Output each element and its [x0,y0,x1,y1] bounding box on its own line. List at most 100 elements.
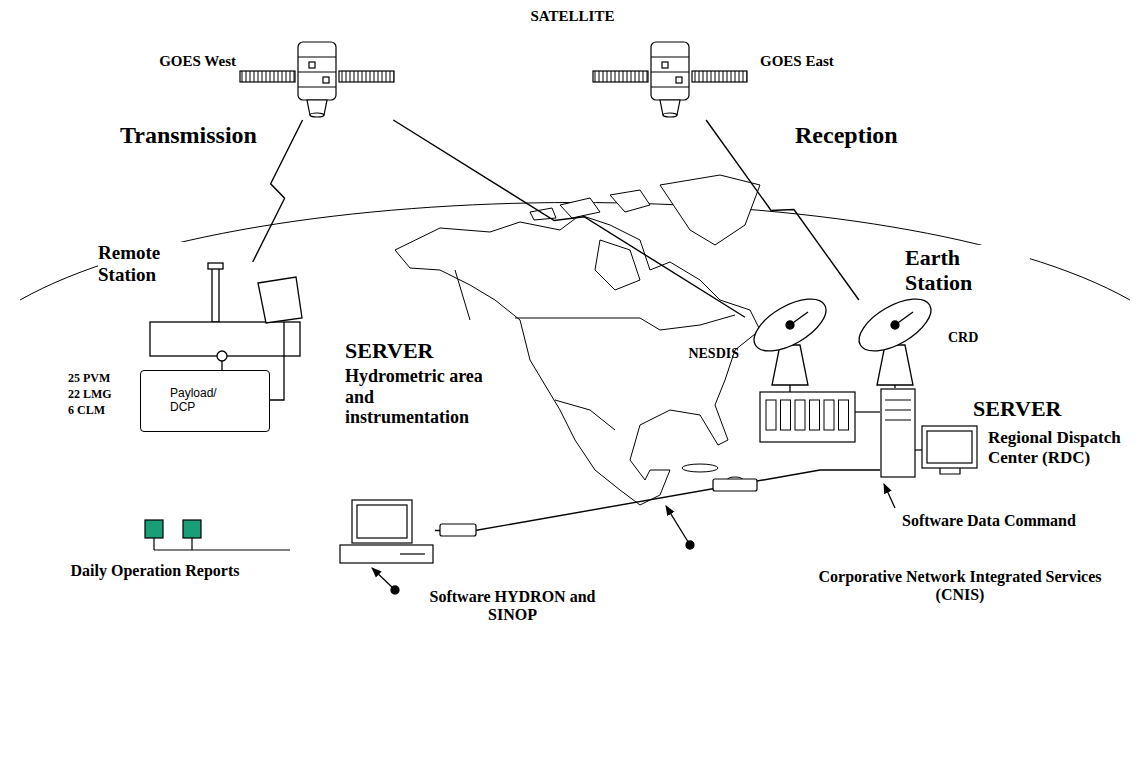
satellite-east [593,42,747,117]
equipment-rack [839,400,849,430]
equipment-rack [781,400,791,430]
remote-station-drawing [150,263,302,400]
north-america-map [515,315,735,330]
north-america-map [455,270,470,320]
dish-crd [894,385,895,388]
satellite-east [663,113,677,117]
radio-link [393,120,745,317]
link-label: Reception [795,122,935,150]
remote-station-drawing [150,322,300,356]
remote-station-drawing [212,268,219,322]
network-line [435,470,880,531]
leader-arrows [391,586,399,594]
modems [440,524,476,536]
sensor-count: 25 PVM [68,372,130,386]
software-label: Software HYDRON and SINOP [425,588,600,625]
daily-report-icons [145,520,290,550]
north-america-map [560,198,600,218]
report-label: Daily Operation Reports [70,562,240,580]
equipment-rack [766,400,849,430]
remote-station: Remote StationPayload/ DCP [140,262,305,434]
leader-arrows [372,484,895,594]
node-label: SERVER [345,338,455,363]
rdc-computer [915,449,922,450]
satellite: GOES West [240,35,395,120]
radio-link [706,120,859,300]
rdc-computer [927,431,972,463]
satellite-west [323,77,329,83]
satellite-east [593,71,648,82]
equipment-rack [760,392,880,442]
leader-arrows [884,484,895,508]
remote-station-drawing [221,361,222,370]
hydro-computer [340,545,433,563]
satellite-east [662,62,668,68]
equipment-rack [824,400,834,430]
rdc-computer [881,389,915,477]
satellite-west [339,71,394,82]
hydro-computer [357,505,407,538]
network-label: Corporative Network Integrated Services … [800,568,1120,605]
remote-station-drawing [258,277,302,323]
daily-report-icons [145,520,163,538]
modems [713,479,757,491]
box-label: Payload/ DCP [170,387,240,415]
daily-report-icons [183,520,201,538]
node-label: CRD [948,330,1008,346]
connectors [253,120,880,531]
satellite-west [298,42,336,100]
software-label: Software Data Command [902,512,1132,530]
rdc-computer [885,400,911,420]
node-label: Remote Station [98,242,188,286]
rdc-computer [940,468,960,474]
equipment-rack [855,411,880,412]
remote-station-drawing [217,351,227,361]
hydro-computer [340,500,433,563]
dish-crd [851,289,939,362]
satellite-east [651,42,689,100]
station-label: Earth Station [905,245,1030,296]
satellite-east [651,57,689,87]
title: SATELLITE [0,8,1145,25]
payload-dcp-box: Payload/ DCP [140,370,270,432]
satellite-west [240,42,394,117]
north-america-map [660,175,760,245]
daily-report-icons [154,538,290,550]
dish-crd [851,289,939,388]
satellite-west [240,71,295,82]
leader-arrows [686,541,694,549]
equipment-rack [760,392,855,442]
node-label: Hydrometric area and instrumentation [345,366,487,428]
modems [440,479,757,536]
hydro-computer [400,553,425,554]
link-label: Transmission [120,122,280,150]
leader-arrows [666,506,690,545]
rdc-computer [881,389,977,477]
node-label: SERVER [973,396,1083,421]
satellite-east [692,71,747,82]
equipment-rack [766,400,776,430]
north-america-map [610,190,650,212]
dish-nesdis [746,289,834,362]
equipment-rack [810,400,820,430]
satellite-west [298,57,336,87]
dish-crd [877,345,913,385]
dish-nesdis [746,289,834,392]
radio-link [253,120,303,262]
node-label: NESDIS [661,346,739,362]
server-computer: SERVERHydrometric area and instrumentati… [340,498,435,563]
dish-nesdis [786,321,794,329]
north-america-map [682,464,718,472]
equipment-rack [795,400,805,430]
sensor-count: 22 LMG [68,388,130,402]
dish-crd [891,321,899,329]
remote-station-drawing [208,263,223,269]
hydro-computer [352,500,412,543]
north-america-map [555,400,615,430]
leader-arrows [372,568,395,590]
earth-station-dish: CRD [850,300,940,385]
satellite-west [310,113,324,117]
satellite-west [309,62,315,68]
